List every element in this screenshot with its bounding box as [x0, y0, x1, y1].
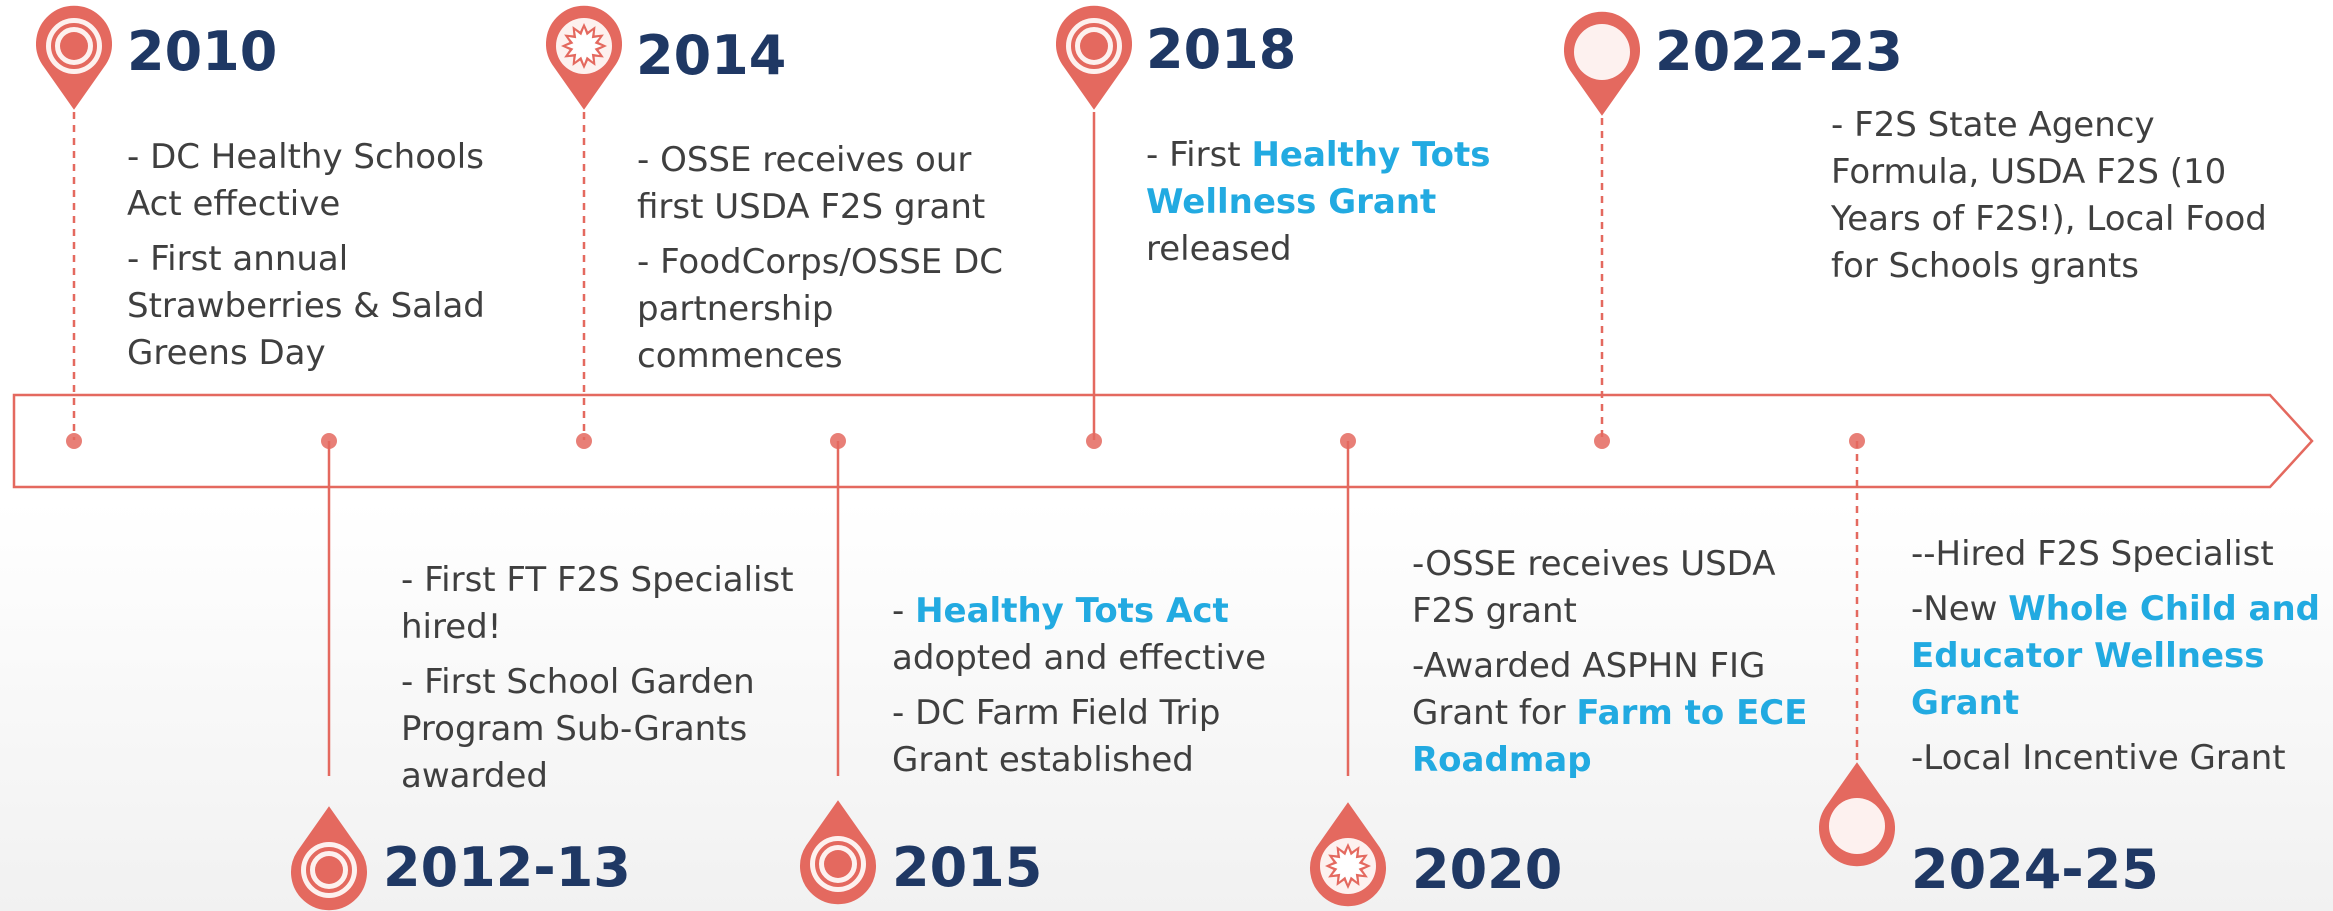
item-suffix: released: [1146, 229, 1292, 269]
milestone-item: --Hired F2S Specialist: [1911, 534, 2274, 574]
milestone-item: - First FT F2S Specialist hired!: [401, 560, 794, 647]
axis-dot-2018: [1086, 433, 1102, 449]
item-prefix: -New: [1911, 589, 2009, 629]
axis-dot-2010: [66, 433, 82, 449]
axis-dot-2024-25: [1849, 433, 1865, 449]
item-prefix: - First: [1146, 135, 1252, 175]
item-prefix: -: [892, 591, 916, 631]
highlight-farm-to-ece-roadmap: Farm to ECE Roadmap: [1412, 693, 1808, 780]
axis-dot-2012-13: [321, 433, 337, 449]
axis-dot-2020: [1340, 433, 1356, 449]
year-label-2010: 2010: [127, 20, 278, 83]
year-label-2014: 2014: [636, 24, 787, 87]
pin-core-2015: [824, 850, 852, 878]
milestone-item: - First Healthy Tots Wellness Grant rele…: [1146, 132, 1526, 273]
milestone-item: -OSSE receives USDA F2S grant: [1412, 544, 1776, 631]
pin-ring-2015: [815, 841, 861, 887]
pin-face-2024-25: [1829, 798, 1885, 854]
milestone-2020-text: -OSSE receives USDA F2S grant -Awarded A…: [1412, 541, 1822, 792]
milestone-2015-text: - Healthy Tots Act adopted and effective…: [892, 588, 1312, 792]
milestone-2012-13-text: - First FT F2S Specialist hired! - First…: [401, 557, 831, 808]
pin-core-2010: [60, 32, 88, 60]
pin-burst-inner-2020: [1330, 848, 1366, 884]
pin-core-2018: [1080, 32, 1108, 60]
axis-dot-2015: [830, 433, 846, 449]
milestone-2018-text: - First Healthy Tots Wellness Grant rele…: [1146, 132, 1526, 281]
milestone-item: -Local Incentive Grant: [1911, 738, 2286, 778]
year-label-2018: 2018: [1146, 18, 1297, 81]
highlight-healthy-tots-wellness-grant: Healthy Tots Wellness Grant: [1146, 135, 1491, 222]
milestone-item: - First School Garden Program Sub-Grants…: [401, 662, 755, 796]
pin-face-2022-23: [1574, 24, 1630, 80]
timeline-arrow: [12, 393, 2314, 489]
year-label-2012-13: 2012-13: [383, 836, 631, 899]
milestone-2024-25-text: --Hired F2S Specialist -New Whole Child …: [1911, 531, 2321, 790]
year-label-2015: 2015: [892, 836, 1043, 899]
milestone-item: - OSSE receives our first USDA F2S grant: [637, 140, 986, 227]
milestone-2010-text: - DC Healthy Schools Act effective - Fir…: [127, 134, 507, 385]
milestone-item: - F2S State Agency Formula, USDA F2S (10…: [1831, 105, 2267, 286]
pin-ring-2018: [1071, 23, 1117, 69]
highlight-whole-child-grant: Whole Child and Educator Wellness Grant: [1911, 589, 2320, 723]
milestone-item: - Healthy Tots Act adopted and effective: [892, 588, 1312, 682]
milestone-item: - First annual Strawberries & Salad Gree…: [127, 239, 485, 373]
milestone-item: -New Whole Child and Educator Wellness G…: [1911, 586, 2321, 727]
milestone-item: - DC Farm Field Trip Grant established: [892, 693, 1221, 780]
milestone-item: - DC Healthy Schools Act effective: [127, 137, 484, 224]
item-suffix: adopted and effective: [892, 638, 1266, 678]
milestone-item: - FoodCorps/OSSE DC partnership commence…: [637, 242, 1004, 376]
pin-ring-2012-13: [306, 847, 352, 893]
pin-core-2012-13: [315, 856, 343, 884]
year-label-2024-25: 2024-25: [1911, 838, 2159, 901]
year-label-2020: 2020: [1412, 838, 1563, 901]
year-label-2022-23: 2022-23: [1655, 20, 1903, 83]
axis-dot-2014: [576, 433, 592, 449]
axis-dot-2022-23: [1594, 433, 1610, 449]
milestone-2022-23-text: - F2S State Agency Formula, USDA F2S (10…: [1831, 102, 2301, 298]
pin-burst-inner-2014: [566, 28, 602, 64]
item-prefix: -Awarded ASPHN FIG Grant for: [1412, 646, 1766, 733]
pin-ring-2010: [51, 23, 97, 69]
highlight-healthy-tots-act: Healthy Tots Act: [915, 591, 1229, 631]
milestone-2014-text: - OSSE receives our first USDA F2S grant…: [637, 137, 1027, 388]
milestone-item: -Awarded ASPHN FIG Grant for Farm to ECE…: [1412, 643, 1822, 784]
